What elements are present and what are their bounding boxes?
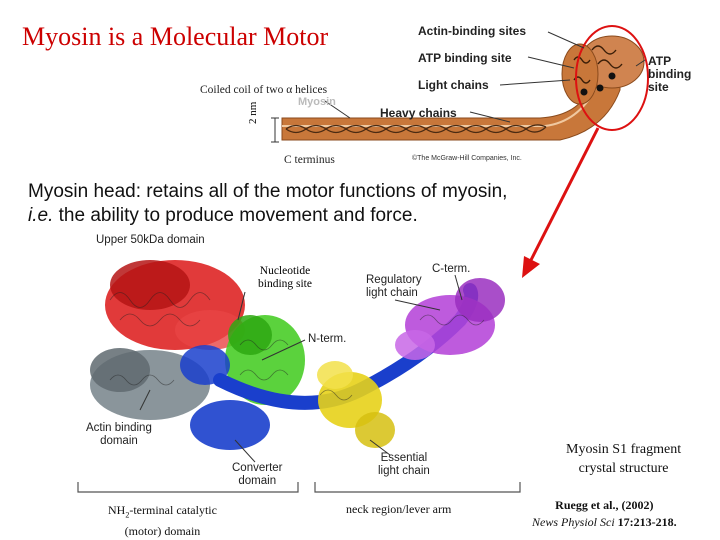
converter-domain-label: Converter domain: [232, 462, 283, 487]
body-ie: i.e.: [28, 205, 54, 226]
crystal-structure-illustration: [90, 260, 505, 450]
figure-caption: Myosin S1 fragment crystal structure: [566, 442, 682, 476]
actin-binding-domain-label: Actin binding domain: [86, 422, 152, 447]
head-highlight-ellipse: [575, 25, 649, 131]
page-title: Myosin is a Molecular Motor: [22, 22, 329, 51]
neck-region-label: neck region/lever arm: [346, 502, 452, 516]
myosin-molecule-illustration: [281, 35, 645, 141]
red-arrow: [522, 127, 600, 278]
atp-binding-site-right-label: ATP binding site: [648, 54, 692, 94]
myosin-label: Myosin: [298, 96, 336, 108]
c-terminus-label: C terminus: [284, 154, 335, 166]
citation-volume: 17:213-218.: [617, 515, 677, 529]
atp-binding-site-label: ATP binding site: [418, 51, 512, 65]
scale-bar: [271, 117, 279, 143]
catalytic-domain-label: NH2-terminal catalytic (motor) domain: [108, 503, 217, 539]
body-line-2: the ability to produce movement and forc…: [53, 205, 418, 226]
body-text: Myosin head: retains all of the motor fu…: [28, 180, 588, 228]
regulatory-light-chain-label: Regulatory light chain: [366, 274, 422, 299]
heavy-chains-label: Heavy chains: [380, 106, 457, 120]
n-term-label: N-term.: [308, 333, 347, 345]
structure-leader-lines: [139, 274, 463, 463]
light-chains-label: Light chains: [418, 78, 489, 92]
domain-brackets: [77, 482, 521, 493]
upper-50kda-label: Upper 50kDa domain: [96, 234, 205, 246]
nucleotide-binding-label: Nucleotide binding site: [258, 265, 312, 290]
citation-authors: Ruegg et al., (2002): [555, 498, 654, 512]
top-leader-lines: [324, 31, 646, 123]
scale-label: 2 nm: [247, 101, 259, 124]
coiled-coil-label: Coiled coil of two α helices: [200, 84, 328, 96]
copyright-text: ©The McGraw-Hill Companies, Inc.: [412, 155, 522, 162]
citation-journal: News Physiol Sci: [532, 515, 615, 529]
essential-light-chain-label: Essential light chain: [378, 452, 430, 477]
body-line-1: Myosin head: retains all of the motor fu…: [28, 181, 508, 202]
actin-binding-sites-label: Actin-binding sites: [418, 24, 526, 38]
citation: Ruegg et al., (2002) News Physiol Sci 17…: [532, 497, 677, 531]
c-term-label: C-term.: [432, 263, 471, 275]
